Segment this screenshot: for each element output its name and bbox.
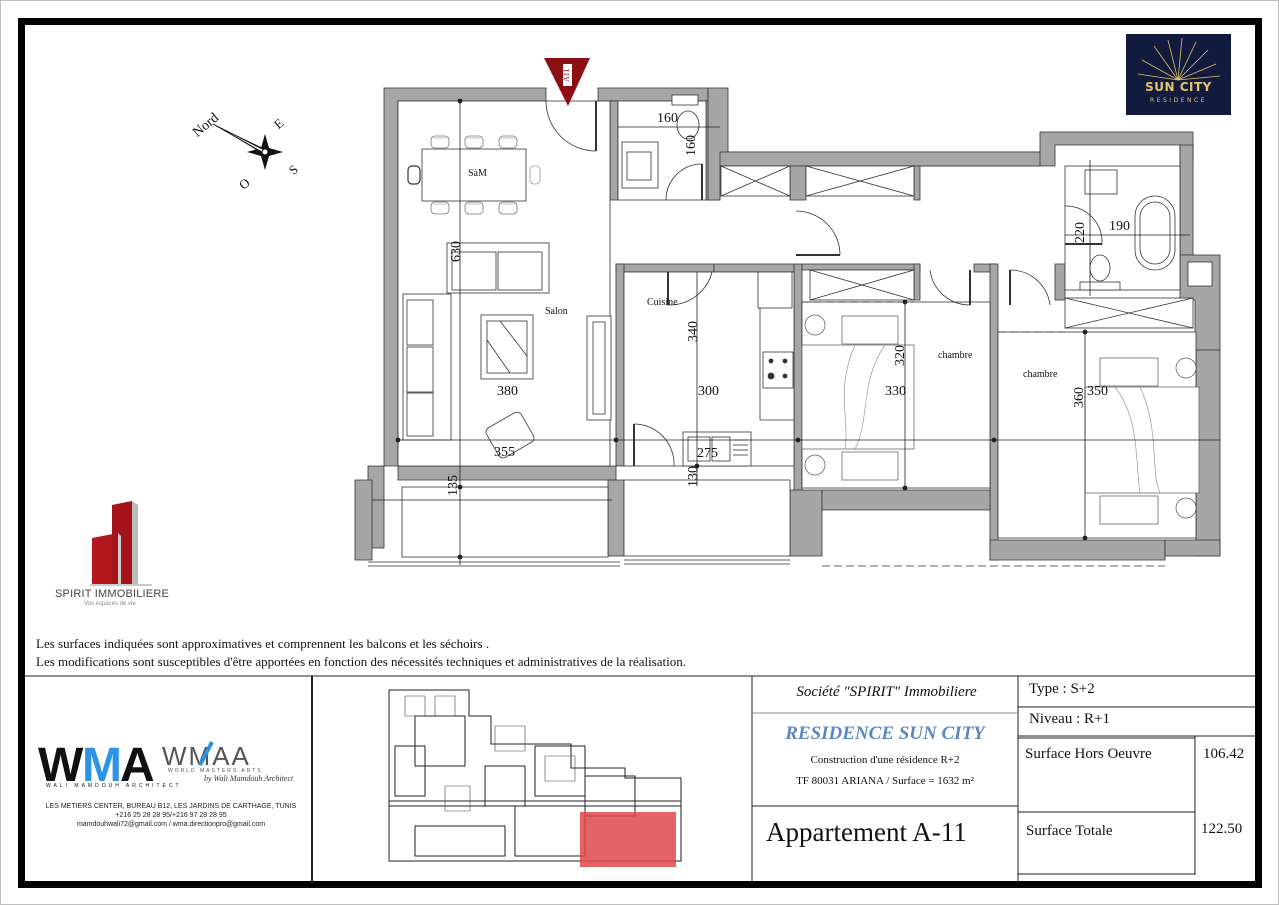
dim-salon-width: 380 (497, 384, 518, 399)
surface-totale-value: 122.50 (1201, 821, 1243, 837)
note-surfaces: Les surfaces indiquées sont approximativ… (36, 636, 490, 651)
sun-city-logo-title: SUN CITY (1145, 80, 1212, 94)
apartment-level: Niveau : R+1 (1029, 711, 1110, 727)
surface-totale-label: Surface Totale (1026, 823, 1113, 839)
room-label-chambre-2: chambre (1023, 369, 1058, 380)
dim-kitchen-height: 340 (686, 321, 701, 342)
dim-salon-lower: 355 (494, 445, 515, 460)
wmaa-signature: by Wali Mamdouh Architect (204, 774, 294, 783)
dim-wc-width: 160 (657, 111, 678, 126)
spirit-logo-icon (90, 501, 152, 586)
spirit-logo-tagline: Vos espaces de vie (84, 601, 136, 607)
room-label-sam: SàM (468, 168, 487, 179)
architect-address: LES METIERS CENTER, BUREAU B12, LES JARD… (45, 803, 297, 810)
dim-kitchen-sink: 275 (697, 446, 718, 461)
dim-balcony-left: 135 (446, 475, 461, 496)
dim-wc-height: 160 (684, 135, 699, 156)
svg-text:A: A (120, 739, 155, 792)
dim-balcony-mid: 130 (686, 466, 701, 487)
dim-bath-width: 190 (1109, 219, 1130, 234)
dim-bath-height: 220 (1073, 222, 1088, 243)
architect-emails: mamdouhwali72@gmail.com / wma.directionp… (76, 821, 266, 828)
architect-phones: +216 25 28 28 95/+216 97 28 28 95 (115, 812, 227, 819)
room-label-chambre-1: chambre (938, 350, 973, 361)
dim-kitchen-width: 300 (698, 384, 719, 399)
dim-sam-height: 630 (449, 241, 464, 262)
dim-chambre2-width: 350 (1087, 384, 1108, 399)
room-label-salon: Salon (545, 306, 568, 317)
room-label-cuisine: Cuisine (647, 297, 678, 308)
surface-hors-oeuvre-value: 106.42 (1203, 746, 1245, 762)
company-name: Société "SPIRIT" Immobiliere (796, 684, 977, 700)
project-title: RESIDENCE SUN CITY (785, 723, 985, 744)
apartment-name: Appartement A-11 (766, 817, 967, 847)
compass-icon (212, 123, 283, 170)
project-land: TF 80031 ARIANA / Surface = 1632 m² (796, 775, 974, 787)
dim-chambre1-width: 330 (885, 384, 906, 399)
surface-hors-oeuvre-label: Surface Hors Oeuvre (1025, 746, 1152, 762)
dim-chambre1-height: 320 (893, 345, 908, 366)
project-description: Construction d'une résidence R+2 (810, 754, 960, 766)
sun-city-logo-subtitle: RESIDENCE (1150, 97, 1207, 104)
entry-marker-label: A11 (562, 68, 571, 82)
sun-city-logo: SUN CITY RESIDENCE (1126, 34, 1231, 115)
spirit-logo-name: SPIRIT IMMOBILIERE (55, 588, 170, 600)
apartment-type: Type : S+2 (1029, 681, 1095, 697)
dim-chambre2-height: 360 (1072, 387, 1087, 408)
drawing-frame (18, 18, 1262, 888)
wmaa-logo-sub: WORLD MASTERS ARTS (168, 768, 263, 774)
wma-logo-sub: WALI MAMDOUH ARCHITECT (46, 783, 182, 789)
note-modifications: Les modifications sont susceptibles d'êt… (36, 654, 686, 669)
key-plan (385, 686, 682, 867)
